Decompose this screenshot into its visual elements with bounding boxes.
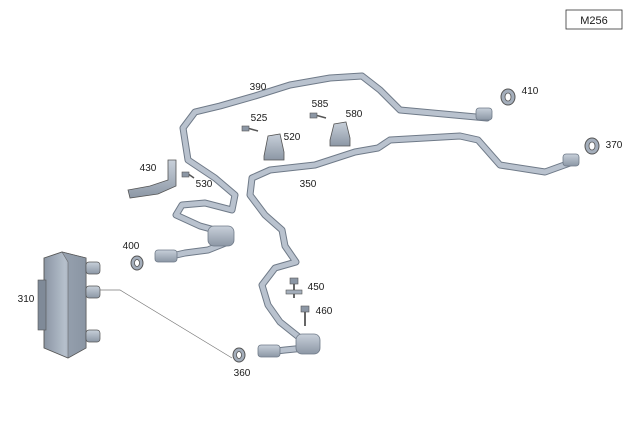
bracket-580 xyxy=(329,121,351,147)
callout-350: 350 xyxy=(300,179,317,190)
callout-450: 450 xyxy=(308,282,325,293)
callout-580: 580 xyxy=(346,109,363,120)
bolt-585 xyxy=(309,112,327,119)
bolt-525 xyxy=(241,125,259,132)
callout-410: 410 xyxy=(522,86,539,97)
callout-520: 520 xyxy=(284,132,301,143)
pipe-390 xyxy=(154,72,493,263)
seal-400 xyxy=(130,255,144,271)
bracket-520 xyxy=(263,133,285,161)
bolt-450 xyxy=(285,277,303,298)
engine-code-text: M256 xyxy=(580,15,608,27)
bracket-430 xyxy=(127,159,177,199)
engine-code-badge: M256 xyxy=(565,9,623,30)
callout-460: 460 xyxy=(316,306,333,317)
callout-430: 430 xyxy=(140,163,157,174)
callout-310: 310 xyxy=(18,294,35,305)
seal-410 xyxy=(500,88,516,106)
callout-400: 400 xyxy=(123,241,140,252)
bolt-460 xyxy=(300,305,310,326)
oil-cooler-310 xyxy=(37,251,101,359)
callout-525: 525 xyxy=(251,113,268,124)
callout-360: 360 xyxy=(234,368,251,379)
seal-370 xyxy=(584,137,600,155)
callout-530: 530 xyxy=(196,179,213,190)
pipe-350 xyxy=(246,132,580,358)
callout-370: 370 xyxy=(606,140,623,151)
bolt-530 xyxy=(181,171,195,179)
connection-leader xyxy=(100,289,233,359)
callout-390: 390 xyxy=(250,82,267,93)
seal-360 xyxy=(232,347,246,363)
callout-585: 585 xyxy=(312,99,329,110)
